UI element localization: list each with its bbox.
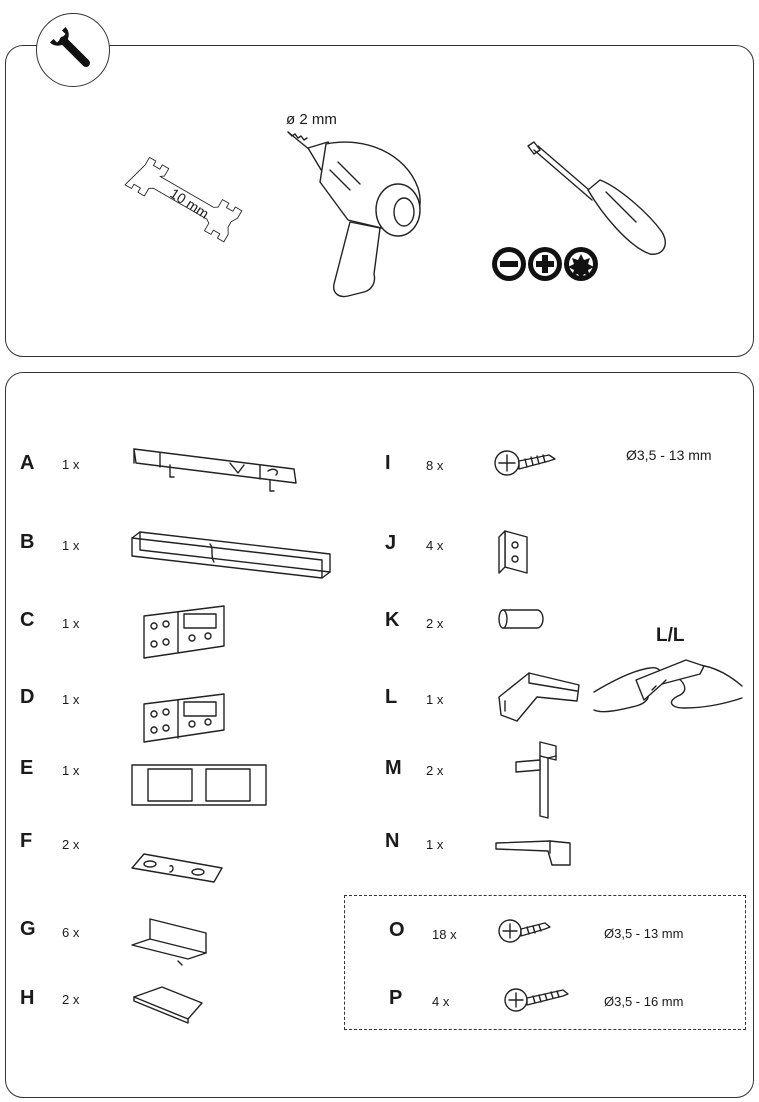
part-letter-j: J (385, 532, 397, 554)
part-qty-i: 8 x (426, 458, 444, 473)
part-qty-k: 2 x (426, 616, 444, 631)
part-i-screw-drawing (494, 450, 556, 476)
part-a-bracket-drawing (133, 448, 297, 492)
slotted-tip-icon (492, 247, 526, 281)
part-spec-i: Ø3,5 - 13 mm (626, 447, 712, 463)
part-l-handle-drawing (498, 672, 580, 722)
part-f-clip-drawing (131, 853, 223, 883)
part-qty-p: 4 x (432, 994, 450, 1009)
tools-panel (5, 45, 754, 357)
part-k-dowel-drawing (498, 609, 544, 629)
part-qty-l: 1 x (426, 692, 444, 707)
wrench-badge-icon (49, 26, 91, 68)
part-letter-h: H (20, 987, 35, 1009)
part-n-lever-drawing (495, 840, 571, 866)
part-g-bracket-drawing (131, 918, 207, 966)
part-m-post-drawing (515, 741, 557, 819)
part-qty-h: 2 x (62, 992, 80, 1007)
part-qty-g: 6 x (62, 925, 80, 940)
part-letter-k: K (385, 609, 400, 631)
tools-badge (36, 13, 110, 87)
part-letter-i: I (385, 452, 391, 474)
part-letter-c: C (20, 609, 35, 631)
part-qty-b: 1 x (62, 538, 80, 553)
part-b-rail-drawing (131, 531, 331, 579)
part-qty-e: 1 x (62, 763, 80, 778)
screwdriver-tips (492, 247, 598, 281)
part-letter-f: F (20, 830, 33, 852)
part-letter-a: A (20, 452, 35, 474)
part-p-screw-drawing (504, 988, 569, 1012)
part-letter-p: P (389, 987, 403, 1009)
part-letter-m: M (385, 757, 402, 779)
part-spec-p: Ø3,5 - 16 mm (604, 994, 684, 1009)
part-qty-m: 2 x (426, 763, 444, 778)
part-qty-f: 2 x (62, 837, 80, 852)
part-e-panel-drawing (131, 764, 267, 806)
part-letter-g: G (20, 918, 36, 940)
part-l-note: L/L (656, 625, 685, 646)
part-h-plate-drawing (133, 986, 203, 1024)
part-d-hinge-plate-drawing (143, 693, 225, 743)
part-qty-d: 1 x (62, 692, 80, 707)
drill-bit-label: ø 2 mm (286, 111, 337, 128)
part-letter-o: O (389, 919, 405, 941)
parts-panel (5, 372, 754, 1098)
part-letter-n: N (385, 830, 400, 852)
phillips-tip-icon (528, 247, 562, 281)
part-o-screw-drawing (498, 919, 551, 943)
drill-icon (287, 131, 421, 298)
part-spec-o: Ø3,5 - 13 mm (604, 926, 684, 941)
part-letter-d: D (20, 686, 35, 708)
screwdriver-icon (527, 141, 666, 255)
part-qty-j: 4 x (426, 538, 444, 553)
torx-tip-icon (564, 247, 598, 281)
part-letter-b: B (20, 531, 35, 553)
part-qty-o: 18 x (432, 927, 457, 942)
screws-box (344, 895, 746, 1030)
part-l-hands-illustration (593, 659, 743, 713)
part-letter-l: L (385, 686, 398, 708)
part-c-hinge-plate-drawing (143, 605, 225, 659)
part-qty-c: 1 x (62, 616, 80, 631)
part-letter-e: E (20, 757, 34, 779)
part-qty-a: 1 x (62, 457, 80, 472)
wrench-icon (124, 156, 243, 243)
part-qty-n: 1 x (426, 837, 444, 852)
part-j-angle-bracket-drawing (498, 530, 528, 574)
